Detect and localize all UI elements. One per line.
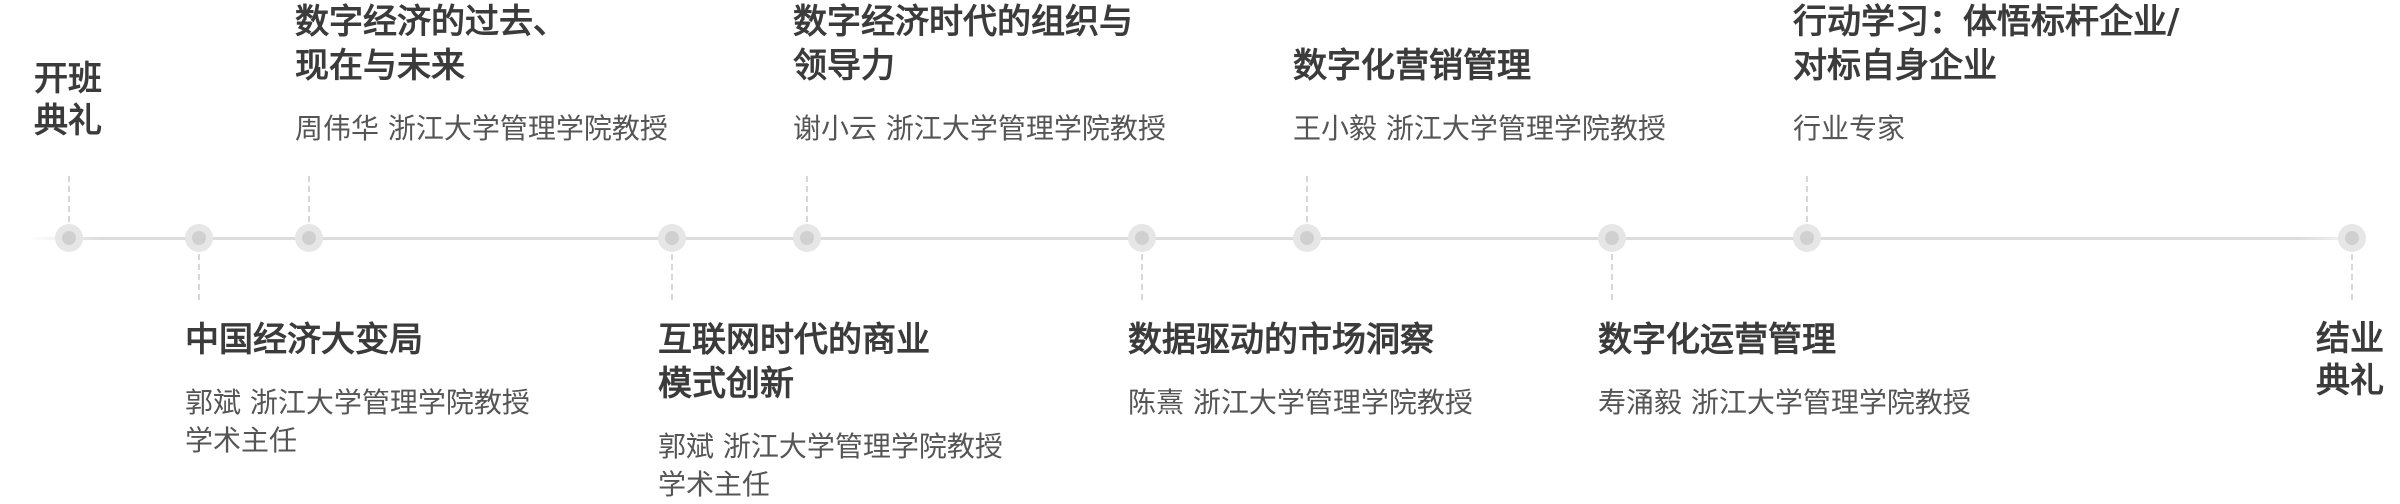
event-5: 数据驱动的市场洞察 陈熹 浙江大学管理学院教授: [1128, 318, 1473, 422]
event-speaker: 郭斌 浙江大学管理学院教授 学术主任: [658, 430, 1003, 501]
connector-2: [308, 176, 310, 222]
timeline-axis: [30, 237, 2370, 240]
timeline-node-4: [793, 224, 821, 252]
connector-5: [1141, 254, 1143, 300]
event-title: 开班 典礼: [34, 59, 102, 141]
event-speaker: 王小毅 浙江大学管理学院教授: [1293, 112, 1666, 145]
event-8: 行动学习：体悟标杆企业/ 对标自身企业 行业专家: [1793, 0, 2179, 148]
timeline-node-7: [1598, 224, 1626, 252]
event-1: 中国经济大变局 郭斌 浙江大学管理学院教授 学术主任: [185, 318, 530, 460]
event-2: 数字经济的过去、 现在与未来 周伟华 浙江大学管理学院教授: [295, 0, 668, 148]
event-title: 数字化营销管理: [1293, 46, 1531, 86]
event-title: 结业 典礼: [2316, 319, 2384, 401]
connector-closing: [2351, 254, 2353, 300]
connector-8: [1806, 176, 1808, 222]
event-closing: 结业 典礼: [2316, 318, 2384, 402]
timeline-node-1: [185, 224, 213, 252]
event-speaker: 陈熹 浙江大学管理学院教授: [1128, 386, 1473, 419]
timeline-node-8: [1793, 224, 1821, 252]
event-title: 数据驱动的市场洞察: [1128, 320, 1434, 360]
event-3: 互联网时代的商业 模式创新 郭斌 浙江大学管理学院教授 学术主任: [658, 318, 1003, 504]
timeline-node-2: [295, 224, 323, 252]
event-title: 行动学习：体悟标杆企业/ 对标自身企业: [1793, 2, 2180, 86]
connector-7: [1611, 254, 1613, 300]
event-speaker: 周伟华 浙江大学管理学院教授: [295, 112, 668, 145]
event-title: 数字化运营管理: [1598, 320, 1836, 360]
timeline-node-5: [1128, 224, 1156, 252]
connector-4: [806, 176, 808, 222]
event-title: 互联网时代的商业 模式创新: [658, 320, 930, 404]
event-4: 数字经济时代的组织与 领导力 谢小云 浙江大学管理学院教授: [793, 0, 1166, 148]
event-title: 中国经济大变局: [185, 320, 423, 360]
event-speaker: 行业专家: [1793, 112, 1906, 145]
event-7: 数字化运营管理 寿涌毅 浙江大学管理学院教授: [1598, 318, 1971, 422]
event-title: 数字经济时代的组织与 领导力: [793, 2, 1133, 86]
connector-1: [198, 254, 200, 300]
event-6: 数字化营销管理 王小毅 浙江大学管理学院教授: [1293, 44, 1666, 148]
timeline-node-opening: [55, 224, 83, 252]
event-speaker: 谢小云 浙江大学管理学院教授: [793, 112, 1166, 145]
connector-6: [1306, 176, 1308, 222]
timeline-node-closing: [2338, 224, 2366, 252]
event-title: 数字经济的过去、 现在与未来: [295, 2, 567, 86]
connector-3: [671, 254, 673, 300]
timeline-node-6: [1293, 224, 1321, 252]
event-speaker: 寿涌毅 浙江大学管理学院教授: [1598, 386, 1971, 419]
connector-opening: [68, 176, 70, 222]
event-opening: 开班 典礼: [34, 58, 102, 142]
event-speaker: 郭斌 浙江大学管理学院教授 学术主任: [185, 386, 530, 457]
timeline-node-3: [658, 224, 686, 252]
